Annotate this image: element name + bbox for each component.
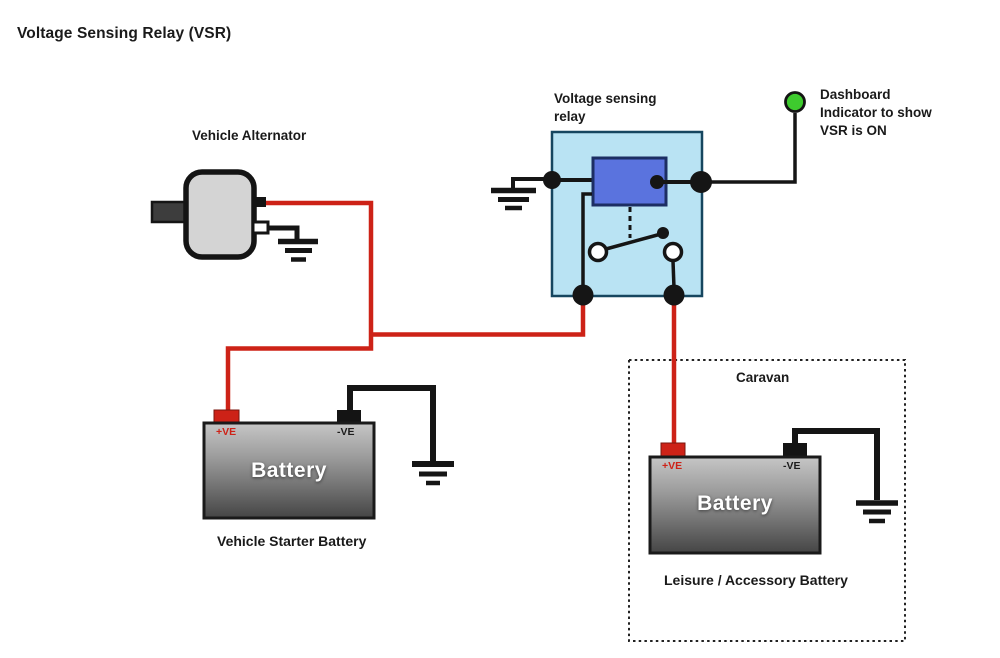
- vsr-contact-drop-lead: [671, 260, 676, 289]
- leisure-battery-pos-terminal: [660, 442, 686, 458]
- alternator-body: [183, 169, 257, 260]
- caravan-label: Caravan: [736, 370, 790, 385]
- leisure-battery-body: [648, 455, 822, 555]
- dashboard-indicator-label: Dashboard Indicator to show VSR is ON: [820, 86, 932, 140]
- vsr-coil-node-dot: [650, 175, 664, 189]
- vsr-relay-icon: [543, 130, 712, 306]
- starter-battery-neg-label: -VE: [337, 426, 355, 438]
- vsr-common-lead: [581, 192, 592, 295]
- alternator-shaft: [150, 200, 190, 224]
- vsr-terminal-indicator: [690, 171, 712, 193]
- alternator-label: Vehicle Alternator: [192, 128, 307, 143]
- leisure-battery-icon: [648, 442, 822, 555]
- leisure-battery-caption: Leisure / Accessory Battery: [664, 572, 848, 588]
- dashboard-indicator-label-line1: Dashboard: [820, 87, 891, 102]
- wire-junction-to-vsr: [371, 297, 586, 337]
- alternator-positive-terminal: [253, 197, 266, 207]
- starter-battery-pos-label: +VE: [216, 426, 237, 438]
- leisure-battery-name: Battery: [697, 492, 773, 515]
- vsr-label-line1: Voltage sensing: [554, 91, 657, 106]
- starter-battery-icon: [202, 409, 376, 520]
- starter-battery-ground-icon: [347, 385, 454, 486]
- vsr-switch-arm: [605, 232, 662, 251]
- starter-battery-name: Battery: [251, 459, 327, 482]
- leisure-battery-neg-terminal: [783, 443, 807, 457]
- vsr-terminal-starter: [572, 284, 594, 306]
- caravan-boundary-box: [628, 359, 906, 642]
- alternator-negative-terminal: [251, 220, 270, 235]
- wire-alternator-to-starter-battery: [225, 200, 374, 412]
- starter-battery-body: [202, 421, 376, 520]
- vsr-switch-pivot-dot: [657, 227, 669, 239]
- vsr-contact-right: [662, 241, 684, 263]
- leisure-battery-neg-label: -VE: [783, 460, 801, 472]
- leisure-battery-pos-label: +VE: [662, 460, 683, 472]
- starter-battery-caption: Vehicle Starter Battery: [217, 533, 367, 549]
- vsr-contact-left: [587, 241, 609, 263]
- dashboard-indicator-label-line3: VSR is ON: [820, 123, 887, 138]
- vsr-terminal-ground: [543, 171, 561, 189]
- dashboard-indicator-label-line2: Indicator to show: [820, 105, 932, 120]
- alternator-ground-icon: [268, 225, 318, 262]
- starter-battery-neg-terminal: [337, 410, 361, 424]
- vsr-label-line2: relay: [554, 109, 586, 124]
- positive-wire-red: [225, 200, 677, 445]
- dashboard-indicator-lamp-icon: [784, 91, 806, 113]
- alternator-icon: [150, 169, 270, 260]
- wire-vsr-to-indicator: [701, 113, 797, 184]
- vsr-terminal-leisure: [663, 284, 685, 306]
- vsr-ground-icon: [491, 177, 552, 211]
- leisure-battery-ground-icon: [792, 428, 898, 524]
- page-title: Voltage Sensing Relay (VSR): [17, 25, 232, 42]
- vsr-label: Voltage sensing relay: [554, 90, 657, 126]
